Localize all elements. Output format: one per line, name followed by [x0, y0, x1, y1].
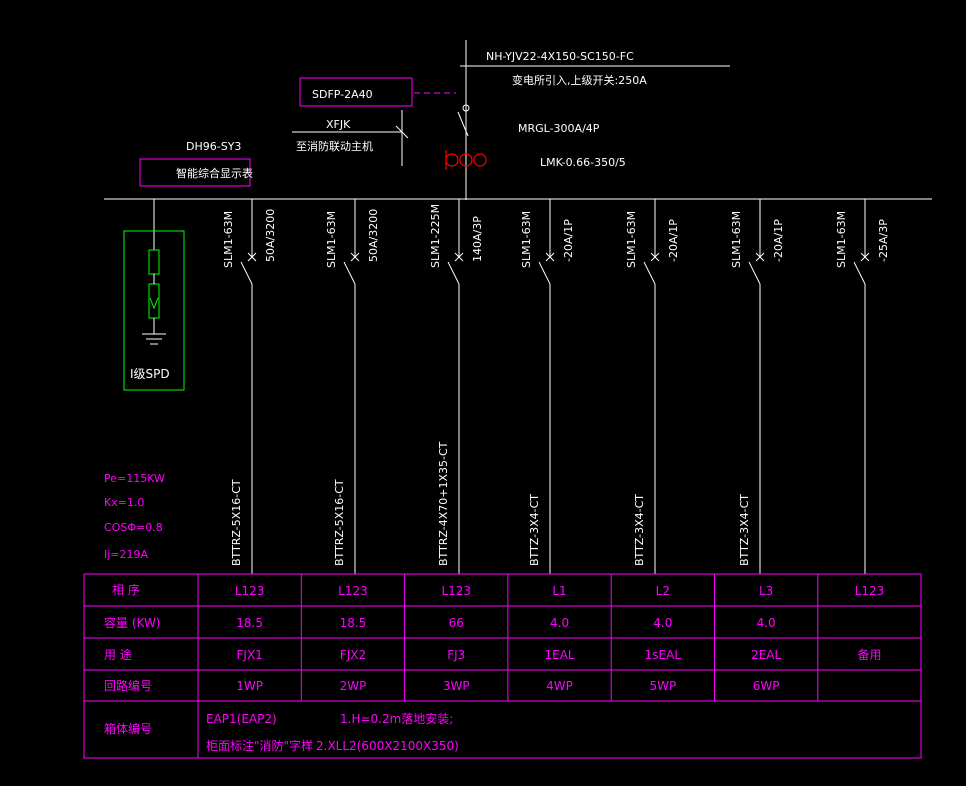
circuit-breaker-rating: -20A/1P: [772, 219, 785, 262]
cell-capacity: 66: [449, 616, 464, 630]
xfjk-tick: [395, 125, 409, 139]
xfjk-label: XFJK: [326, 118, 351, 131]
meter-label: 智能综合显示表: [176, 166, 253, 180]
cell-phase: L1: [552, 584, 566, 598]
circuit-cable: BTTRZ-5X16-CT: [230, 479, 243, 566]
ct-label: LMK-0.66-350/5: [540, 156, 626, 169]
cell-loop: 4WP: [546, 679, 573, 693]
circuit-breaker-model: SLM1-63M: [520, 211, 533, 268]
cell-capacity: 18.5: [236, 616, 263, 630]
cell-capacity: 18.5: [340, 616, 367, 630]
ct-symbol: [445, 150, 487, 170]
circuit-cable: BTTZ-3X4-CT: [528, 494, 541, 566]
row-label-loop: 回路编号: [104, 678, 152, 693]
cell-capacity: 4.0: [653, 616, 672, 630]
circuit-cable: BTTRZ-4X70+1X35-CT: [437, 441, 450, 566]
spd-arrow: [149, 297, 159, 310]
cell-use: 1EAL: [544, 648, 574, 662]
box-note-1: 1.H=0.2m落地安装;: [340, 711, 453, 726]
spd-arrester: [148, 283, 160, 319]
spd: I级SPD: [123, 199, 185, 391]
meter-model: DH96-SY3: [186, 140, 241, 153]
cell-use: 1sEAL: [645, 648, 682, 662]
row-label-capacity: 容量 (KW): [104, 615, 161, 630]
circuit-breaker-model: SLM1-225M: [429, 204, 442, 268]
row-label-use: 用 途: [104, 647, 132, 662]
circuit-breaker-rating: -20A/1P: [562, 219, 575, 262]
cell-loop: 5WP: [649, 679, 676, 693]
incoming-source-note: 变电所引入,上级开关:250A: [512, 73, 647, 87]
box-note-2: 2.XLL2(600X2100X350): [316, 739, 459, 753]
cell-loop: 6WP: [753, 679, 780, 693]
main-breaker-blade: [457, 111, 469, 137]
incoming-cable-label: NH-YJV22-4X150-SC150-FC: [486, 50, 634, 63]
cell-phase: L123: [338, 584, 368, 598]
main-breaker-contact: [462, 104, 470, 112]
circuit-breaker-model: SLM1-63M: [730, 211, 743, 268]
cell-use: FJX1: [237, 648, 263, 662]
circuit-breaker-rating: -20A/1P: [667, 219, 680, 262]
circuit-breaker-blade: [240, 261, 253, 285]
circuit-breaker-model: SLM1-63M: [625, 211, 638, 268]
cell-loop: 2WP: [340, 679, 367, 693]
cell-phase: L3: [759, 584, 773, 598]
spd-fuse: [148, 249, 160, 275]
circuit-breaker-blade: [343, 261, 356, 285]
meter: DH96-SY3 智能综合显示表: [139, 140, 253, 187]
cell-phase: L2: [656, 584, 670, 598]
circuit-breaker-model: SLM1-63M: [222, 211, 235, 268]
circuit-breaker-blade: [538, 261, 551, 285]
summary-kx: Kx=1.0: [104, 496, 144, 509]
fire-note: 至消防联动主机: [296, 139, 373, 153]
summary-pe: Pe=115KW: [104, 472, 165, 485]
main-breaker-label: MRGL-300A/4P: [518, 122, 600, 135]
cell-phase: L123: [235, 584, 265, 598]
circuit-breaker-blade: [447, 261, 460, 285]
circuit-cable: BTTZ-3X4-CT: [633, 494, 646, 566]
box-id: EAP1(EAP2): [206, 712, 277, 726]
circuit-cable: BTTRZ-5X16-CT: [333, 479, 346, 566]
cell-phase: L123: [855, 584, 885, 598]
sdfp-label: SDFP-2A40: [312, 88, 373, 101]
table-frame: [83, 573, 922, 759]
circuit-breaker-rating: -25A/3P: [877, 219, 890, 262]
sdfp-box: [299, 77, 413, 107]
cell-capacity: 4.0: [757, 616, 776, 630]
spd-box: [123, 230, 185, 391]
circuit-breaker-rating: 50A/3200: [367, 209, 380, 262]
cell-use: 2EAL: [751, 648, 781, 662]
cell-use: FJ3: [447, 648, 465, 662]
summary-cos: COSΦ=0.8: [104, 521, 163, 534]
cell-loop: 1WP: [236, 679, 263, 693]
circuit-cable: BTTZ-3X4-CT: [738, 494, 751, 566]
cell-use: FJX2: [340, 648, 366, 662]
circuit-breaker-rating: 140A/3P: [471, 216, 484, 262]
box-mark-note: 柜面标注"消防"字样: [206, 738, 313, 753]
circuit-breaker-blade: [853, 261, 866, 285]
cell-capacity: 4.0: [550, 616, 569, 630]
circuit-breaker-model: SLM1-63M: [325, 211, 338, 268]
circuit-breaker-blade: [643, 261, 656, 285]
cell-phase: L123: [441, 584, 471, 598]
cell-use: 备用: [857, 648, 881, 662]
row-label-box: 箱体编号: [104, 721, 152, 736]
cell-loop: 3WP: [443, 679, 470, 693]
summary-ij: Ij=219A: [104, 548, 149, 561]
circuit-breaker-model: SLM1-63M: [835, 211, 848, 268]
meter-box: [139, 158, 251, 187]
row-label-phase: 相 序: [112, 582, 140, 597]
incoming-feeder: NH-YJV22-4X150-SC150-FC 变电所引入,上级开关:250A …: [292, 40, 730, 200]
circuit-breaker-blade: [748, 261, 761, 285]
circuit-breaker-rating: 50A/3200: [264, 209, 277, 262]
spd-label: I级SPD: [130, 367, 170, 381]
load-summary: Pe=115KW Kx=1.0 COSΦ=0.8 Ij=219A: [104, 472, 165, 561]
